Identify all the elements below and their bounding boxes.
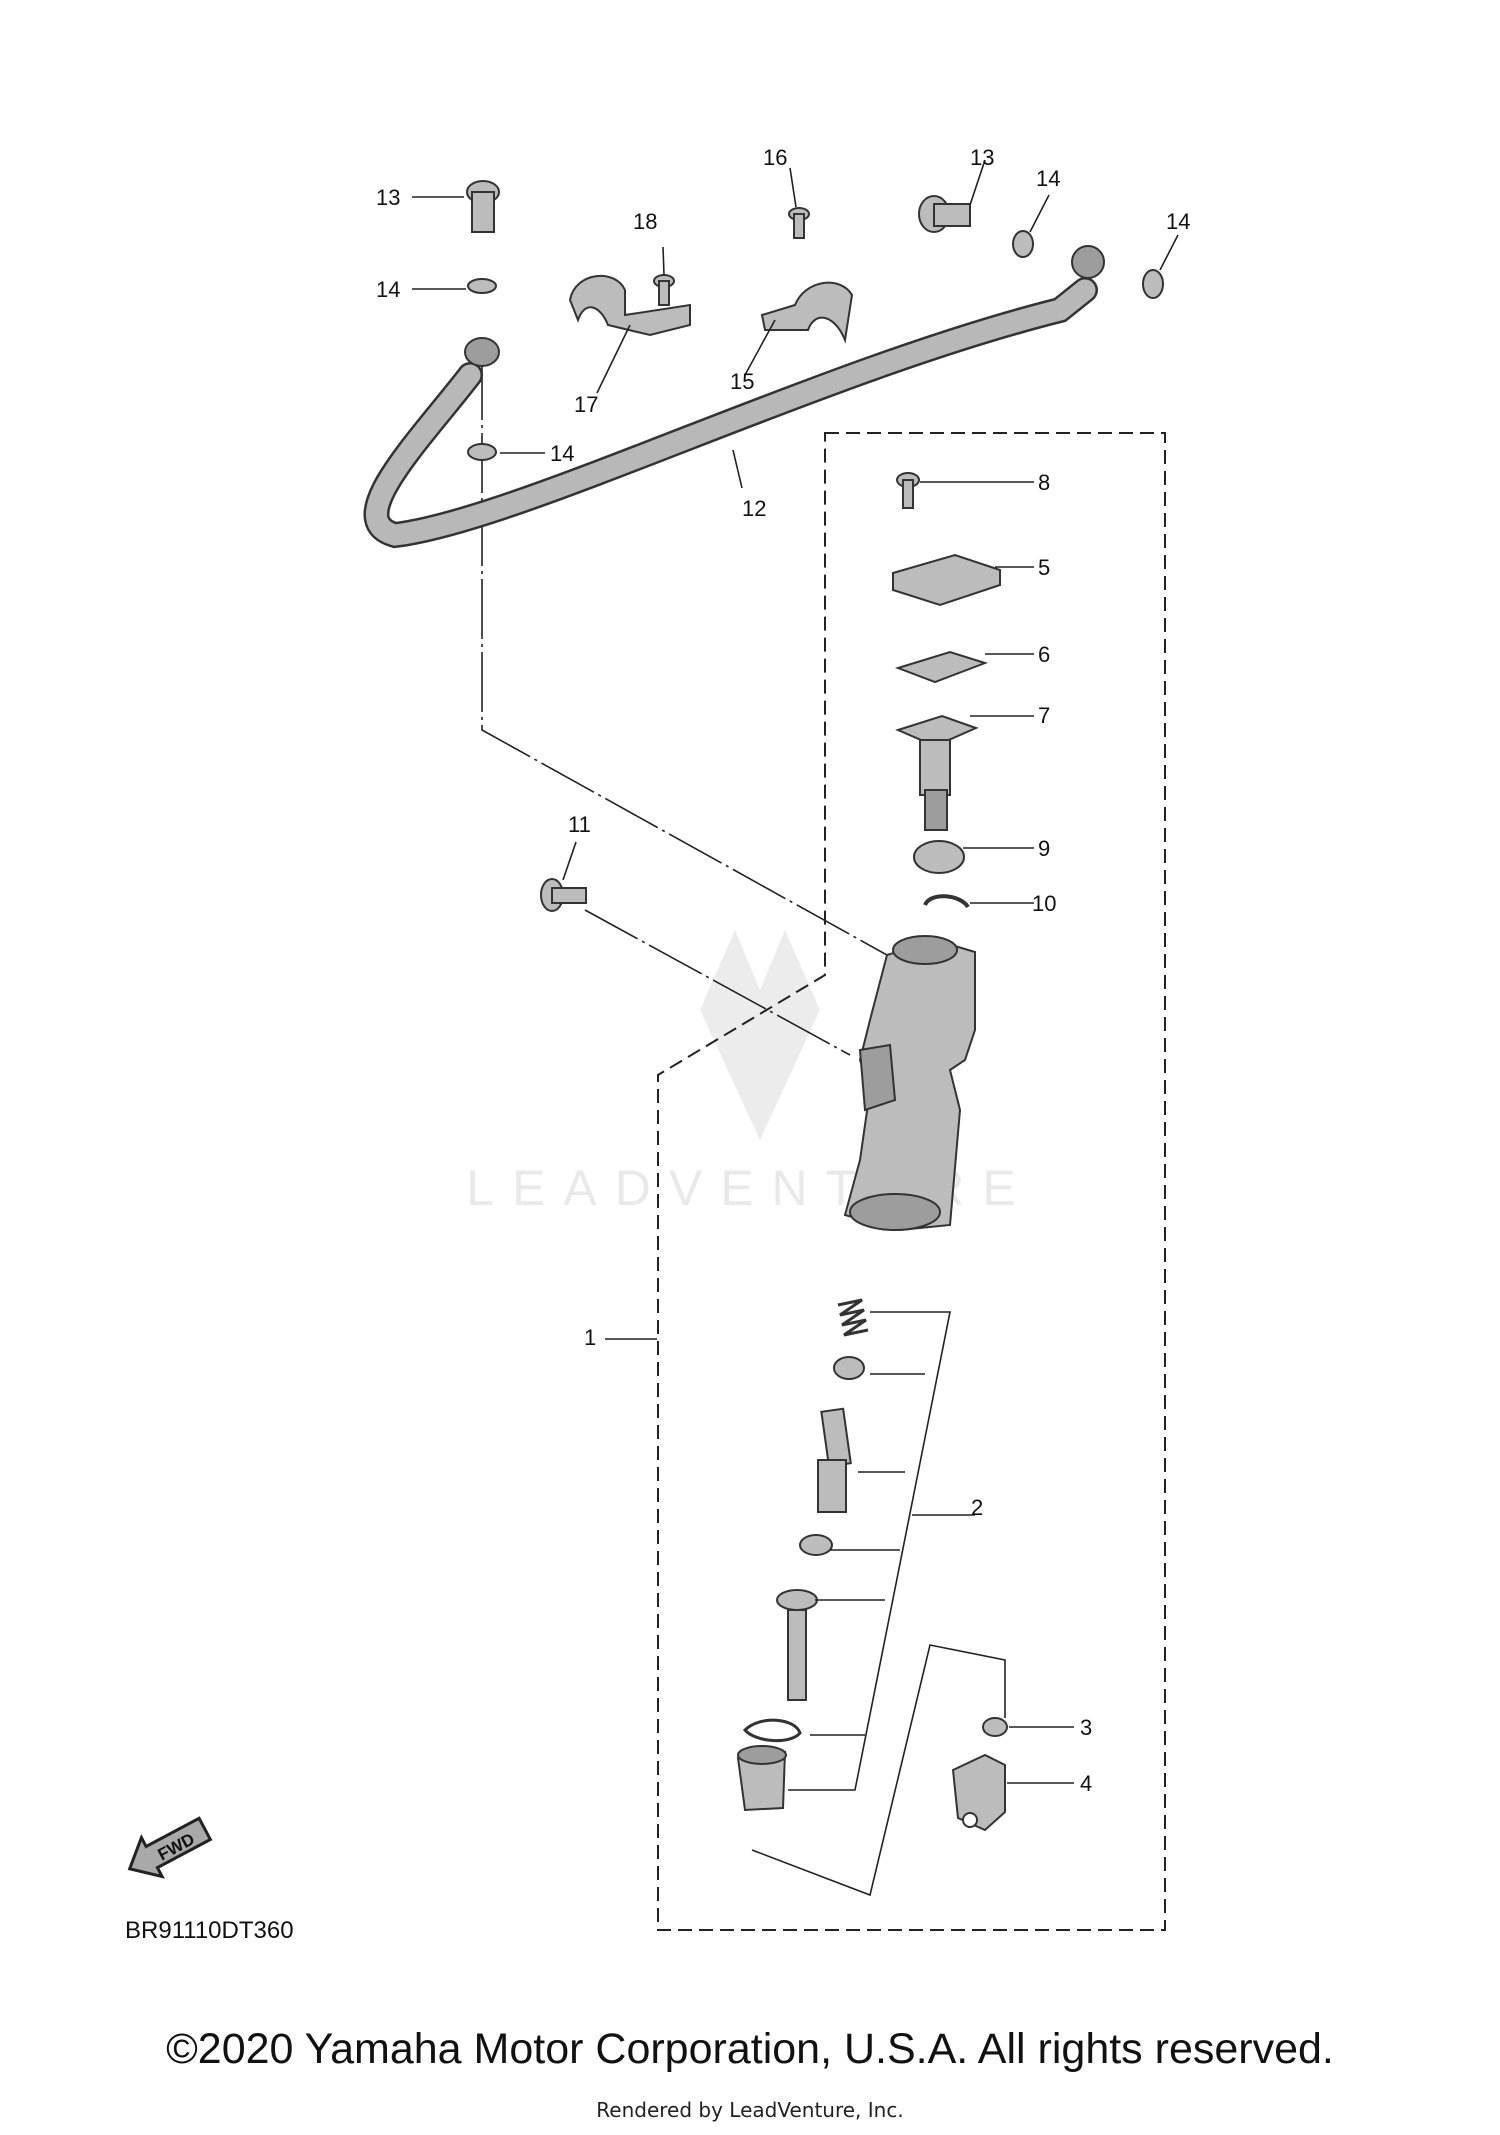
copyright-notice: ©2020 Yamaha Motor Corporation, U.S.A. A… — [166, 2025, 1334, 2073]
callout-13-right: 13 — [970, 145, 994, 170]
callout-14-right: 14 — [1036, 166, 1060, 191]
callout-labels: 1 2 3 4 5 6 7 8 9 10 11 12 13 13 14 14 1… — [376, 145, 1190, 1796]
callout-14-far-right: 14 — [1166, 209, 1190, 234]
callout-17: 17 — [574, 392, 598, 417]
piston-seal — [799, 1534, 833, 1556]
cap-screw-8 — [896, 472, 920, 509]
assembly-boundary — [657, 432, 1166, 1931]
callout-8: 8 — [1038, 470, 1050, 495]
callout-1: 1 — [584, 1325, 596, 1350]
spring — [837, 1298, 869, 1337]
brake-hose — [363, 245, 1105, 549]
snap-ring — [742, 1718, 802, 1743]
clevis-4 — [951, 1753, 1006, 1832]
bracket-clevis — [751, 1644, 1006, 1897]
hose-clamp-15 — [760, 281, 854, 344]
screw-16 — [788, 207, 810, 239]
callout-11: 11 — [568, 812, 591, 837]
dust-boot — [736, 1745, 787, 1812]
rendered-by-notice: Rendered by LeadVenture, Inc. — [596, 2098, 904, 2122]
leader-lines — [412, 159, 1179, 1784]
callout-6: 6 — [1038, 642, 1050, 667]
piston — [817, 1407, 852, 1513]
callout-10: 10 — [1032, 891, 1056, 916]
cup-seal — [833, 1356, 865, 1380]
callout-5: 5 — [1038, 555, 1050, 580]
callout-16: 16 — [763, 145, 787, 170]
diaphragm-plate-6 — [894, 650, 989, 684]
callout-18: 18 — [633, 209, 657, 234]
callout-7: 7 — [1038, 703, 1050, 728]
copper-washer-1 — [467, 278, 497, 294]
screw-18 — [653, 274, 675, 306]
circlip-10 — [923, 894, 970, 909]
diaphragm-7 — [895, 714, 979, 831]
callout-14-left-upper: 14 — [376, 277, 400, 302]
centerline-hose-to-cylinder — [481, 360, 906, 966]
master-cylinder-body — [843, 935, 976, 1232]
copper-washer-4 — [1142, 269, 1164, 299]
callout-13-left: 13 — [376, 185, 400, 210]
callout-15: 15 — [730, 369, 754, 394]
copper-washer-2 — [467, 443, 497, 461]
push-rod — [776, 1589, 818, 1701]
callout-14-left-lower: 14 — [550, 441, 574, 466]
fwd-arrow-icon: FWD — [127, 1816, 213, 1879]
reservoir-seal-9 — [913, 840, 965, 874]
copper-washer-3 — [1012, 230, 1034, 258]
hose-clamp-17 — [568, 274, 691, 337]
bracket-assembly-2 — [788, 1311, 975, 1791]
centerline-bolt-11 — [584, 909, 851, 1056]
union-bolt-left — [466, 180, 500, 233]
diagram-code: BR91110DT360 — [125, 1917, 294, 1944]
callout-3: 3 — [1080, 1715, 1092, 1740]
mounting-bolt-11 — [540, 878, 587, 912]
nut-3 — [982, 1717, 1008, 1737]
callout-4: 4 — [1080, 1771, 1092, 1796]
union-bolt-right — [918, 195, 971, 233]
reservoir-cap-5 — [892, 553, 1001, 607]
callout-9: 9 — [1038, 836, 1050, 861]
callout-12: 12 — [742, 496, 766, 521]
callout-2: 2 — [971, 1495, 983, 1520]
